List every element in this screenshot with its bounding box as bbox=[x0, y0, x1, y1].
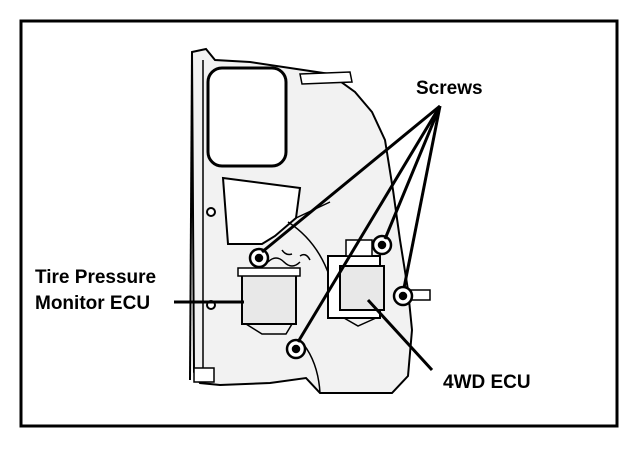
top-clip bbox=[299, 71, 353, 85]
screws-label: Screws bbox=[416, 78, 483, 99]
frame-border bbox=[19, 19, 619, 428]
screw-icon bbox=[248, 247, 270, 269]
screw-icon-center bbox=[398, 291, 408, 301]
leader-line bbox=[383, 105, 442, 240]
tpm-ecu-foot bbox=[245, 323, 293, 335]
center-pocket bbox=[221, 176, 302, 245]
rail-clip bbox=[193, 367, 215, 383]
tpm-ecu-body bbox=[241, 271, 297, 325]
fourwd-leader-line bbox=[366, 298, 434, 372]
fourwd-ecu-body bbox=[339, 265, 385, 311]
screw-icon bbox=[371, 234, 393, 256]
tpm-ecu-bracket bbox=[237, 267, 301, 277]
leader-line bbox=[402, 105, 442, 289]
screw-icon-center bbox=[291, 344, 301, 354]
fourwd-ecu-foot bbox=[343, 317, 377, 327]
window-opening bbox=[206, 66, 288, 168]
tpm-label-line1: Tire Pressure bbox=[35, 267, 156, 288]
screw-icon-center bbox=[377, 240, 387, 250]
wire-harness bbox=[267, 249, 311, 267]
leader-line bbox=[296, 105, 442, 343]
screw-icon-center bbox=[254, 253, 264, 263]
tpm-label-line2: Monitor ECU bbox=[35, 293, 150, 314]
screw-leader-lines bbox=[261, 104, 442, 343]
panel-rail bbox=[189, 51, 193, 381]
screw-icon bbox=[285, 338, 307, 360]
fourwd-label: 4WD ECU bbox=[443, 372, 531, 393]
rail-peg bbox=[206, 207, 216, 217]
fourwd-ecu bbox=[327, 239, 385, 327]
tire-pressure-monitor-ecu bbox=[237, 267, 301, 335]
leader-line bbox=[261, 104, 441, 254]
screw-icon bbox=[392, 285, 414, 307]
